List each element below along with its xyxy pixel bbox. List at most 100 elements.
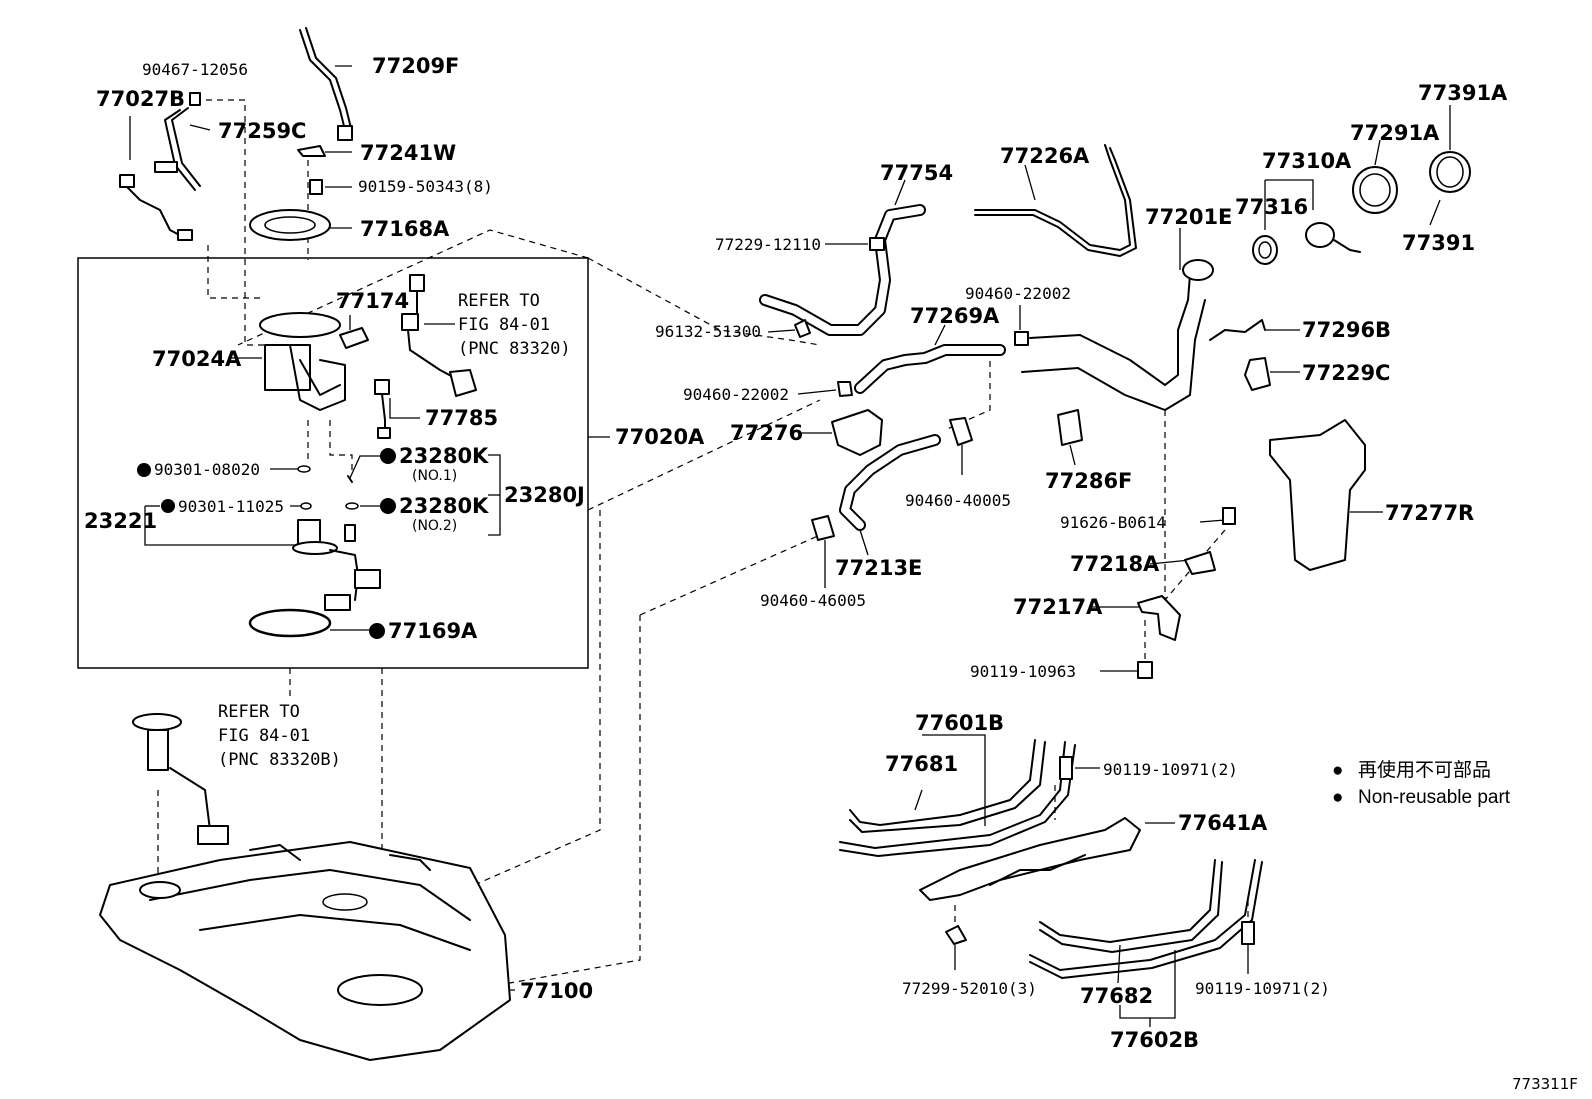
sensor-77027B <box>119 174 193 241</box>
label-90301-11025: 90301-11025 <box>178 497 284 516</box>
clip-77229C <box>1244 357 1271 391</box>
label-77299-52010: 77299-52010(3) <box>902 979 1037 998</box>
nonreusable-dot <box>380 498 396 514</box>
label-77100: 77100 <box>520 979 593 1003</box>
fuel-tank-77100 <box>99 841 511 1061</box>
label-77259C: 77259C <box>218 119 306 143</box>
label-96132-51300: 96132-51300 <box>655 322 761 341</box>
ring-77168A <box>249 209 331 241</box>
label-77217A: 77217A <box>1013 595 1103 619</box>
label-90460-22002-b: 90460-22002 <box>683 385 789 404</box>
label-23221: 23221 <box>84 509 157 533</box>
label-90460-40005: 90460-40005 <box>905 491 1011 510</box>
clip-77299 <box>945 925 967 945</box>
clip-90460-22002a <box>1014 331 1029 346</box>
label-77291A: 77291A <box>1350 121 1440 145</box>
pump-assembly-box <box>77 257 589 669</box>
label-77785: 77785 <box>425 406 498 430</box>
legend-line1: 再使用不可部品 <box>1358 759 1491 781</box>
bolt-91626 <box>1222 507 1236 525</box>
label-77201E: 77201E <box>1145 205 1232 229</box>
label-no1: (NO.1) <box>412 468 457 484</box>
filter-23280K-1 <box>347 475 353 483</box>
refer2-line3: (PNC 83320B) <box>218 750 341 770</box>
bolt-90119-10971a <box>1059 756 1073 780</box>
label-77681: 77681 <box>885 752 958 776</box>
wire-77785 <box>374 379 391 439</box>
wire-77296B <box>1209 319 1266 341</box>
bracket-77217A <box>1137 595 1181 641</box>
ring-77391A <box>1429 151 1471 193</box>
label-90467-12056: 90467-12056 <box>142 60 248 79</box>
refer-line1: REFER TO <box>458 291 540 311</box>
refer2-line1: REFER TO <box>218 702 300 722</box>
label-77241W: 77241W <box>360 141 456 165</box>
hose-77754 <box>759 204 926 336</box>
label-77229C: 77229C <box>1302 361 1390 385</box>
label-no2: (NO.2) <box>412 518 457 534</box>
label-77209F: 77209F <box>372 54 459 78</box>
wire-connector-refer <box>401 274 477 397</box>
clip-90467 <box>189 92 201 106</box>
legend: ● 再使用不可部品 ● Non-reusable part <box>1332 759 1511 808</box>
clip-96132 <box>794 319 811 338</box>
nonreusable-dot <box>137 463 151 477</box>
oring-90301-08020 <box>297 465 311 473</box>
gasket-77169A <box>248 608 332 638</box>
screw-90159 <box>309 179 323 195</box>
clip-90460-22002b <box>837 381 853 397</box>
clip-77286F <box>1057 409 1083 446</box>
protector-77276 <box>831 409 883 456</box>
label-77174: 77174 <box>336 289 409 313</box>
label-90119-10963: 90119-10963 <box>970 662 1076 681</box>
refer-line2: FIG 84-01 <box>458 315 550 335</box>
label-77754: 77754 <box>880 161 953 185</box>
label-77682: 77682 <box>1080 984 1153 1008</box>
pipe-77226A <box>974 144 1131 251</box>
hose-77213E <box>839 434 941 531</box>
figure-id: 773311F <box>1512 1075 1578 1093</box>
strap-77601B <box>839 739 1076 857</box>
clip-77174 <box>339 327 369 349</box>
label-77226A: 77226A <box>1000 144 1090 168</box>
bolt-90119-10963 <box>1137 661 1153 679</box>
nonreusable-dot <box>369 623 385 639</box>
label-90119-10971-a: 90119-10971(2) <box>1103 760 1238 779</box>
clip-77241W <box>297 145 326 157</box>
label-23280J: 23280J <box>504 483 585 507</box>
clip-77229-12110 <box>869 237 885 251</box>
oring-90301-11025 <box>300 502 312 510</box>
filler-pipe-77201E <box>1021 259 1214 411</box>
label-77168A: 77168A <box>360 217 450 241</box>
hose-77259C <box>154 107 201 191</box>
cap-77316 <box>1252 235 1278 265</box>
filter-23280K-2 <box>345 502 359 510</box>
refer-line3: (PNC 83320) <box>458 339 571 359</box>
label-77229-12110: 77229-12110 <box>715 235 821 254</box>
label-77213E: 77213E <box>835 556 922 580</box>
label-23280K-no2: 23280K <box>399 494 489 518</box>
label-90301-08020: 90301-08020 <box>154 460 260 479</box>
protector-77277R <box>1269 419 1366 571</box>
nonreusable-dot <box>161 499 175 513</box>
legend-marker: ● <box>1332 760 1343 781</box>
label-77276: 77276 <box>730 421 803 445</box>
pump-77024A <box>259 312 346 411</box>
nonreusable-dot <box>380 448 396 464</box>
ring-77291A <box>1352 166 1398 214</box>
label-77218A: 77218A <box>1070 552 1160 576</box>
pipe-77209F <box>299 27 353 141</box>
strap-77602B <box>1029 859 1263 979</box>
label-77602B: 77602B <box>1110 1028 1199 1052</box>
sender-23221 <box>292 519 381 611</box>
legend-marker: ● <box>1332 787 1343 808</box>
label-77169A: 77169A <box>388 619 478 643</box>
label-77286F: 77286F <box>1045 469 1132 493</box>
legend-line2: Non-reusable part <box>1358 787 1511 808</box>
label-77316: 77316 <box>1235 195 1308 219</box>
protector-77641A <box>919 817 1141 901</box>
label-77641A: 77641A <box>1178 811 1268 835</box>
hose-77269A <box>854 344 1006 394</box>
label-91626-B0614: 91626-B0614 <box>1060 513 1166 532</box>
